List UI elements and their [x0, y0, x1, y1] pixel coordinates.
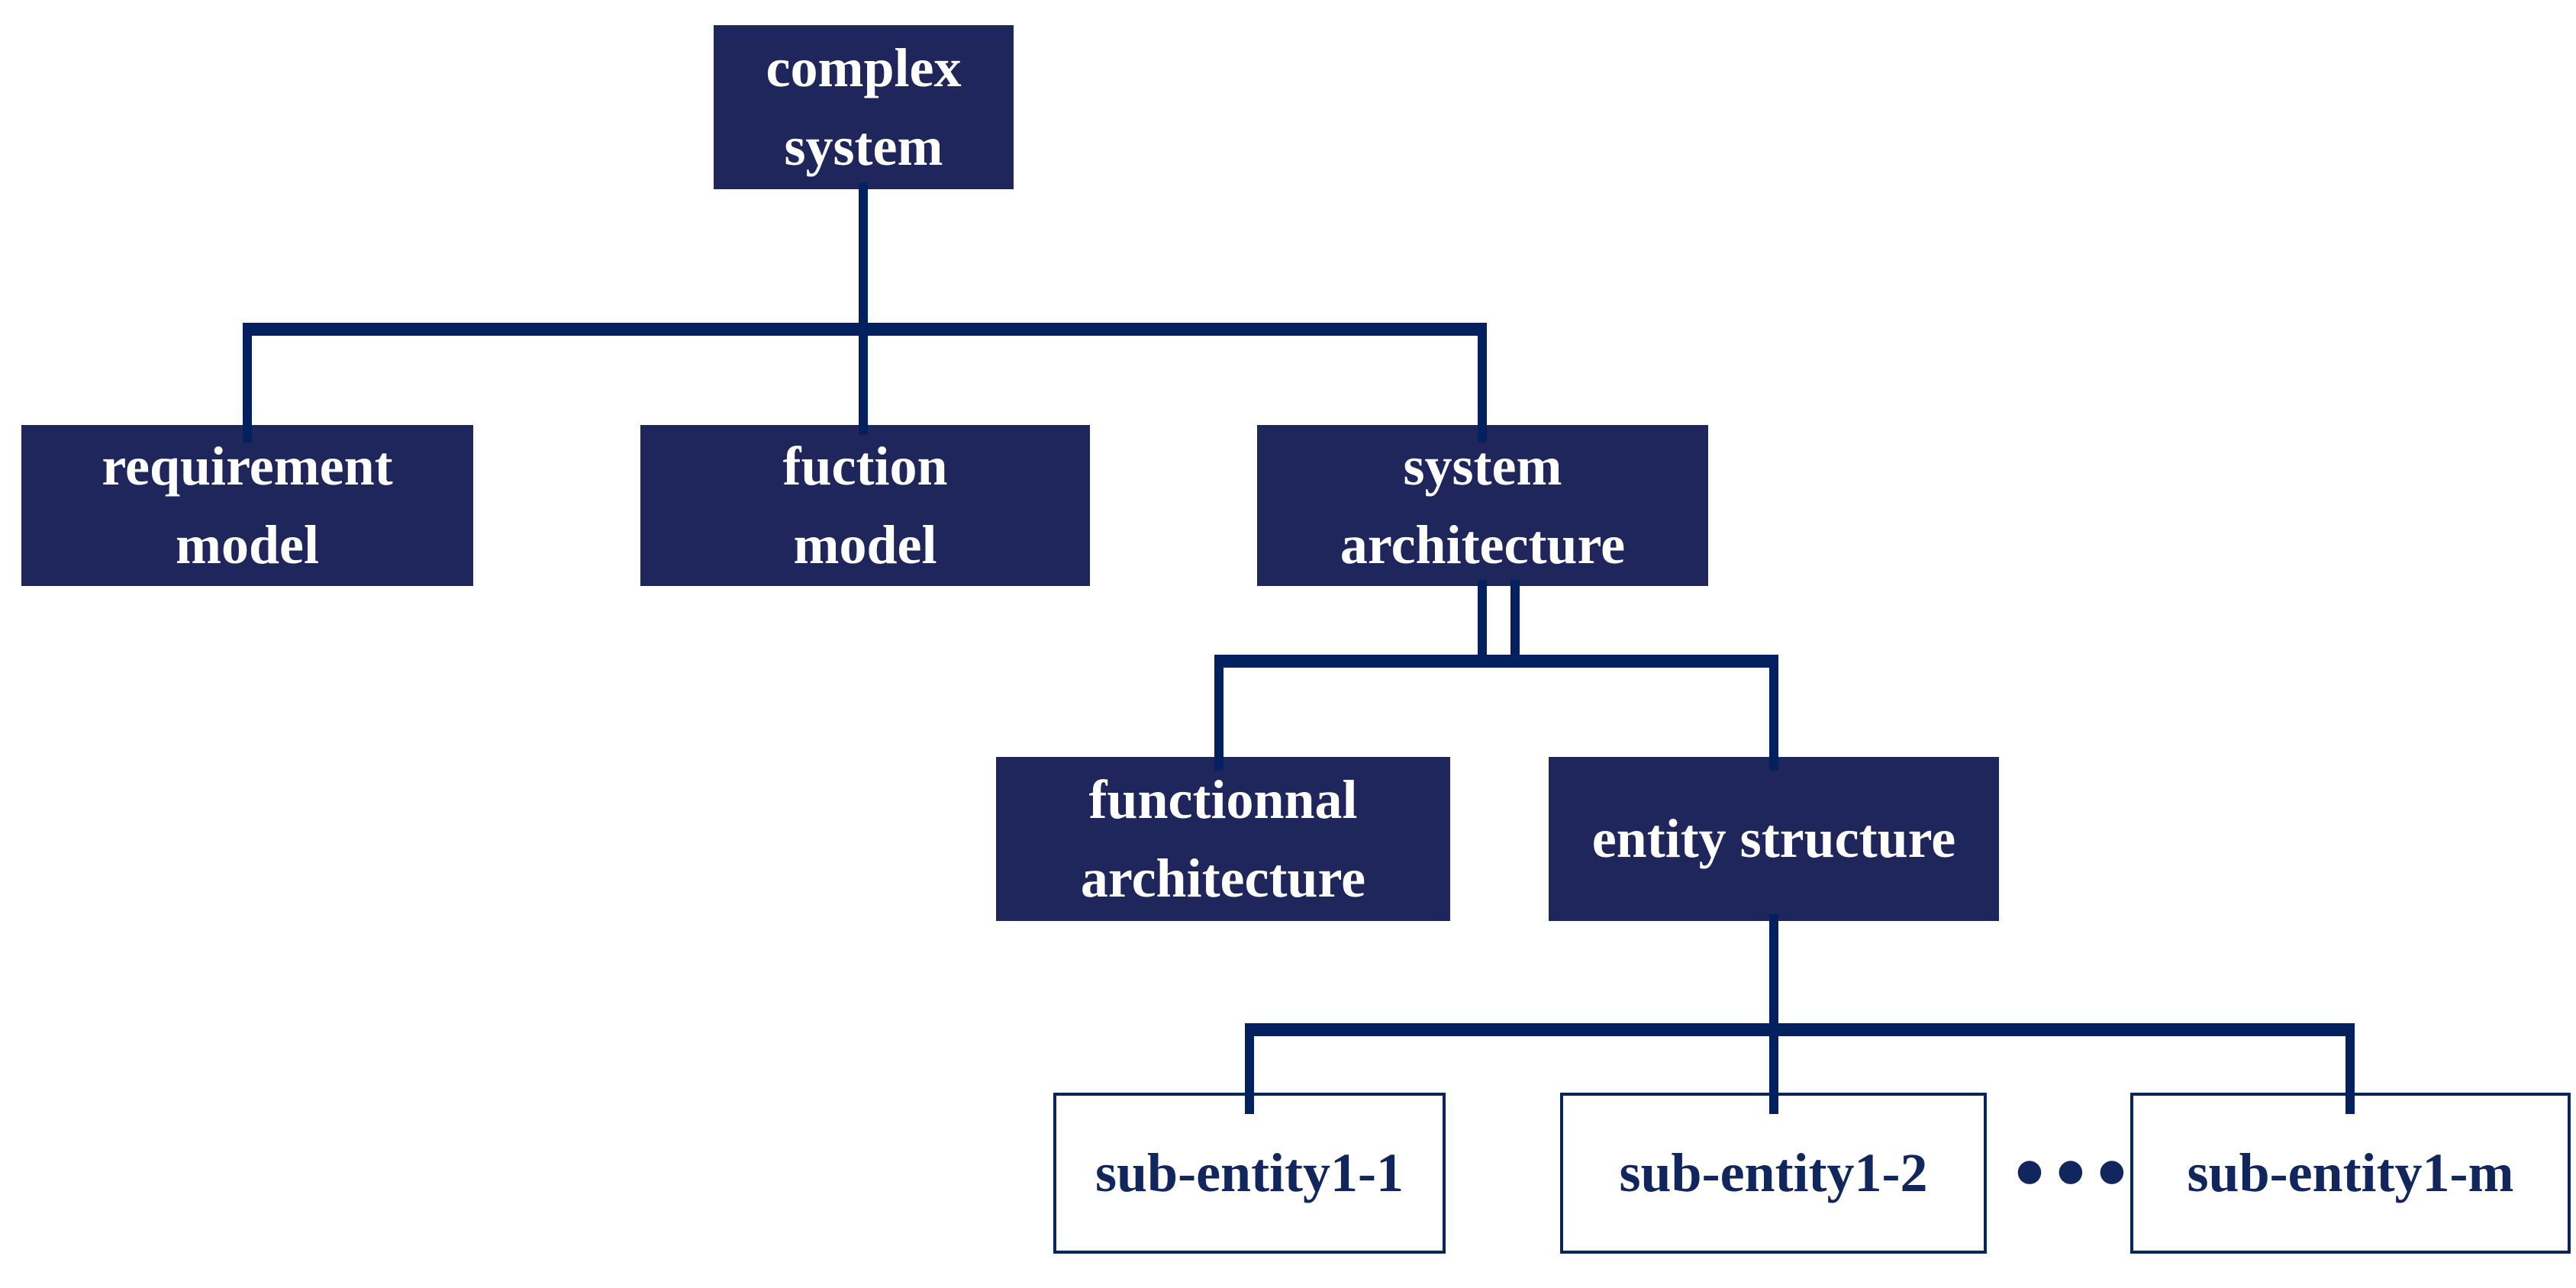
connector-drop-functionnal-architecture: [1214, 655, 1224, 771]
node-label: entity structure: [1591, 808, 1956, 870]
connector-system-architecture-stem-left: [1478, 580, 1487, 665]
node-label: sub-entity1-1: [1095, 1142, 1404, 1204]
node-sub-entity-1-2: sub-entity1-2: [1560, 1093, 1987, 1254]
connector-drop-entity-structure: [1769, 655, 1778, 771]
node-label: complex: [766, 37, 962, 99]
node-fuction-model: fuction model: [640, 425, 1090, 586]
connector-level2-bar: [1214, 655, 1778, 668]
node-label: sub-entity1-m: [2187, 1142, 2514, 1204]
node-label: sub-entity1-2: [1619, 1142, 1928, 1204]
connector-drop-sub-entity-1-1: [1245, 1023, 1254, 1114]
node-complex-system: complex system: [714, 25, 1014, 189]
node-label: fuction: [782, 436, 948, 497]
connector-level3-bar: [1245, 1023, 2355, 1036]
node-functionnal-architecture: functionnal architecture: [996, 757, 1450, 921]
node-label: model: [176, 514, 319, 575]
connector-system-architecture-stem-right: [1510, 580, 1520, 665]
connector-entity-structure-stem: [1769, 914, 1778, 1114]
ellipsis-icon: ●●●: [2016, 1153, 2140, 1188]
node-entity-structure: entity structure: [1549, 757, 1999, 921]
connector-drop-sub-entity-1-m: [2345, 1023, 2355, 1114]
node-sub-entity-1-m: sub-entity1-m: [2130, 1093, 2571, 1254]
node-label: system: [784, 115, 943, 177]
node-sub-entity-1-1: sub-entity1-1: [1053, 1093, 1446, 1254]
node-label: model: [793, 514, 937, 575]
connector-complex-system-stem: [859, 183, 868, 435]
node-label: system: [1403, 436, 1562, 497]
node-system-architecture: system architecture: [1257, 425, 1708, 586]
node-label: functionnal: [1088, 769, 1358, 831]
connector-drop-system-architecture: [1478, 323, 1487, 443]
connector-drop-requirement-model: [243, 323, 252, 443]
node-label: architecture: [1340, 514, 1626, 575]
node-label: architecture: [1080, 847, 1366, 909]
connector-level1-bar: [243, 323, 1487, 336]
node-requirement-model: requirement model: [21, 425, 473, 586]
node-label: requirement: [102, 436, 393, 497]
